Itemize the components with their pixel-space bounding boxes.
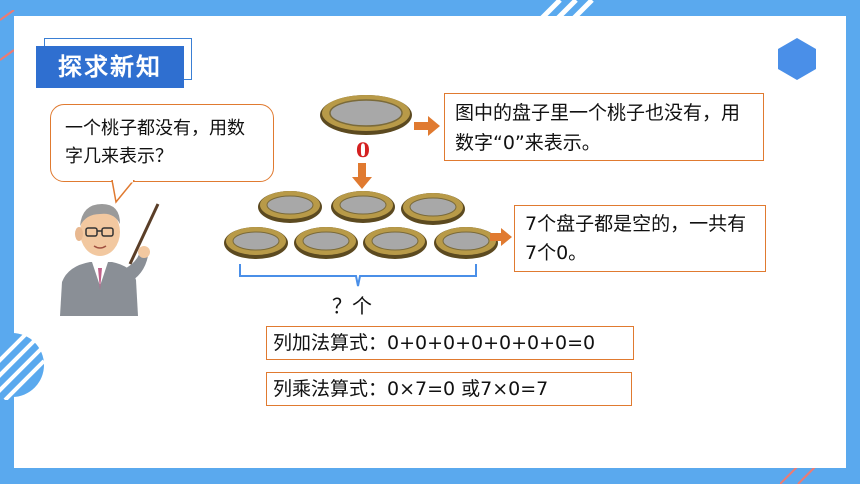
empty-plate: [331, 191, 395, 223]
explanation-text-1: 图中的盘子里一个桃子也没有，用数字“0”来表示。: [455, 102, 741, 154]
arrow-right-icon: [414, 116, 440, 136]
empty-plate: [401, 193, 465, 225]
bubble-tail: [111, 180, 135, 204]
explanation-box-2: 7个盘子都是空的，一共有7个0。: [514, 205, 766, 272]
empty-plate: [434, 227, 498, 259]
empty-plate: [363, 227, 427, 259]
empty-plate-top: [320, 95, 412, 135]
addition-formula: 列加法算式：0+0+0+0+0+0+0=0: [273, 332, 596, 354]
arrow-right-icon: [490, 228, 512, 246]
empty-plate: [258, 191, 322, 223]
section-title: 探求新知: [36, 46, 184, 88]
left-side-stripes: [0, 330, 46, 400]
empty-plate: [224, 227, 288, 259]
multiplication-formula-box: 列乘法算式：0×7=0 或7×0=7: [266, 372, 632, 406]
plate-group: [224, 191, 498, 259]
question-bubble: 一个桃子都没有，用数字几来表示？: [50, 104, 274, 182]
count-question: ？个: [332, 294, 372, 318]
addition-formula-box: 列加法算式：0+0+0+0+0+0+0=0: [266, 326, 634, 360]
section-title-group: 探求新知: [36, 38, 192, 88]
top-left-lines: [0, 10, 15, 61]
multiplication-formula: 列乘法算式：0×7=0 或7×0=7: [273, 378, 549, 400]
arrow-down-icon: [352, 163, 372, 189]
question-text: 一个桃子都没有，用数字几来表示？: [65, 118, 245, 167]
hexagon-icon: [778, 38, 816, 80]
grouping-brace: [239, 264, 477, 287]
explanation-box-1: 图中的盘子里一个桃子也没有，用数字“0”来表示。: [444, 93, 764, 161]
explanation-text-2: 7个盘子都是空的，一共有7个0。: [525, 213, 747, 264]
empty-plate: [294, 227, 358, 259]
zero-label: 0: [356, 138, 370, 162]
teacher-illustration: [60, 203, 160, 316]
